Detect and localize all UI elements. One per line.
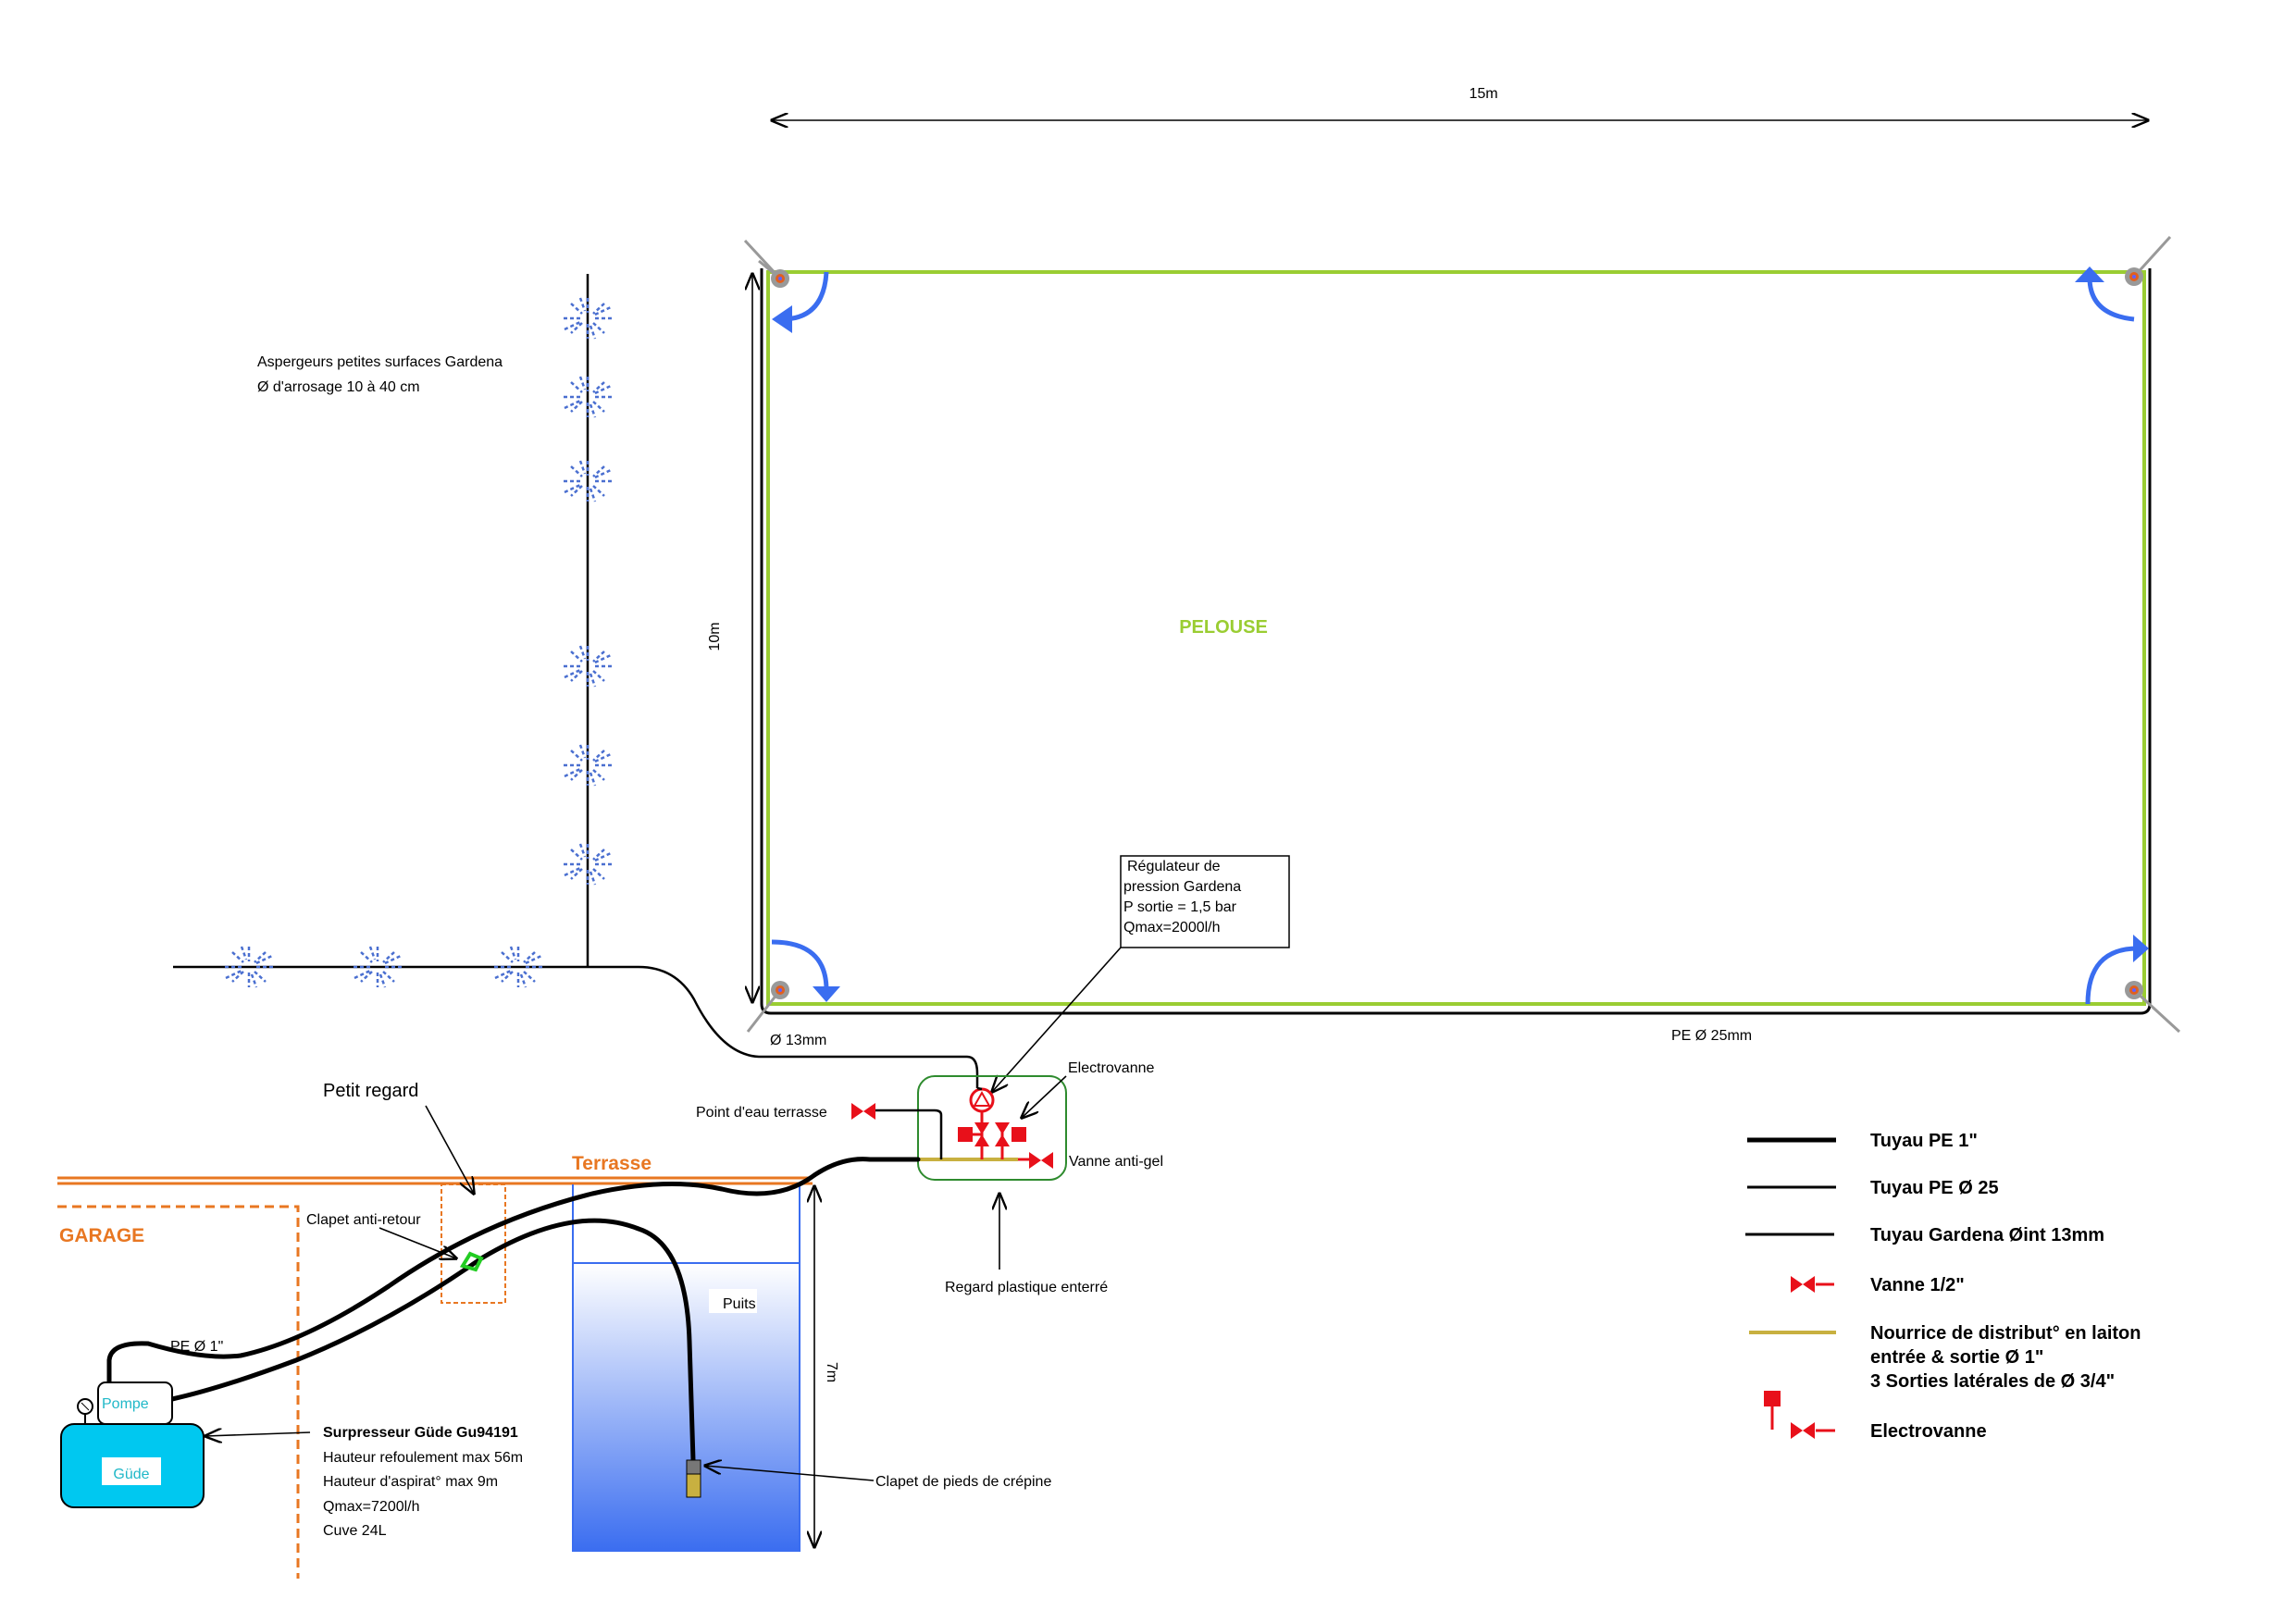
pump-title: Surpresseur Güde Gu94191 — [323, 1425, 518, 1441]
pump-spec: Hauteur refoulement max 56m — [323, 1450, 523, 1466]
corner-sprinkler-icon — [743, 239, 829, 333]
sprinklers-note-line1: Aspergeurs petites surfaces Gardena — [257, 354, 503, 370]
legend-label: entrée & sortie Ø 1" — [1870, 1347, 2043, 1368]
garage-label: GARAGE — [59, 1225, 144, 1246]
vanne-antigel-label: Vanne anti-gel — [1069, 1154, 1163, 1170]
legend-label: Tuyau Gardena Øint 13mm — [1870, 1225, 2104, 1245]
legend-label: 3 Sorties latérales de Ø 3/4" — [1870, 1371, 2115, 1392]
garage-boundary — [57, 1205, 300, 1579]
regulator-line: P sortie = 1,5 bar — [1123, 899, 1237, 915]
valve-icon — [1029, 1152, 1053, 1169]
pe1-pipe-label: PE Ø 1" — [170, 1339, 223, 1355]
check-valve-icon — [459, 1251, 484, 1272]
lawn-area — [766, 270, 2146, 1006]
legend-label: Tuyau PE 1" — [1870, 1131, 1978, 1151]
clapet-label: Clapet anti-retour — [306, 1212, 421, 1228]
corner-sprinkler-icon — [746, 939, 840, 1033]
pump-label: Pompe — [102, 1396, 149, 1412]
pe1-pipe-discharge — [106, 1157, 921, 1385]
strainer-label: Clapet de pieds de crépine — [875, 1474, 1051, 1490]
gardena-pipe-label: Ø 13mm — [770, 1033, 826, 1048]
strainer-icon — [686, 1459, 701, 1475]
legend-label: Tuyau PE Ø 25 — [1870, 1178, 1999, 1198]
pe25-pipe-label: PE Ø 25mm — [1671, 1028, 1752, 1044]
petit-regard-label: Petit regard — [323, 1081, 418, 1101]
width-dimension-label: 15m — [1469, 86, 1497, 102]
pump-spec: Hauteur d'aspirat° max 9m — [323, 1474, 498, 1490]
regard-label: Regard plastique enterré — [945, 1280, 1108, 1295]
sprinklers-note-line2: Ø d'arrosage 10 à 40 cm — [257, 379, 420, 395]
point-eau-label: Point d'eau terrasse — [696, 1105, 827, 1121]
pressure-gauge-icon — [77, 1398, 93, 1424]
pump-spec: Qmax=7200l/h — [323, 1499, 420, 1515]
small-sprinkler-icons — [223, 296, 614, 989]
well-walls — [572, 1184, 800, 1552]
terrasse-label: Terrasse — [572, 1153, 652, 1174]
legend-label: Vanne 1/2" — [1870, 1275, 1965, 1295]
lawn-label: PELOUSE — [1179, 617, 1268, 638]
regulator-note-box — [1120, 855, 1290, 948]
well-label: Puits — [723, 1296, 756, 1312]
regulator-line: pression Gardena — [1123, 879, 1241, 895]
regulator-line: Régulateur de — [1127, 859, 1221, 874]
gardena-pipe — [173, 274, 979, 1088]
electrovanne-label: Electrovanne — [1068, 1060, 1154, 1076]
tank-brand-label: Güde — [113, 1467, 149, 1482]
electrovanne-icon — [958, 1122, 1026, 1146]
corner-sprinkler-icon — [2075, 235, 2172, 322]
legend-label: Electrovanne — [1870, 1421, 1987, 1442]
legend-label: Nourrice de distribut° en laiton — [1870, 1323, 2141, 1344]
pump-box — [97, 1381, 173, 1425]
corner-sprinkler-icon — [2085, 935, 2181, 1034]
legend: Tuyau PE 1" Tuyau PE Ø 25 Tuyau Gardena … — [1745, 1131, 2141, 1442]
height-dimension-label: 10m — [707, 622, 723, 650]
depth-dimension-label: 7m — [824, 1362, 839, 1382]
regulator-line: Qmax=2000l/h — [1123, 920, 1221, 935]
valve-icon — [851, 1103, 875, 1120]
petit-regard-box — [441, 1183, 506, 1304]
regard-box — [917, 1075, 1067, 1181]
pe25-pipe — [760, 268, 2152, 1015]
pump-spec: Cuve 24L — [323, 1523, 387, 1539]
